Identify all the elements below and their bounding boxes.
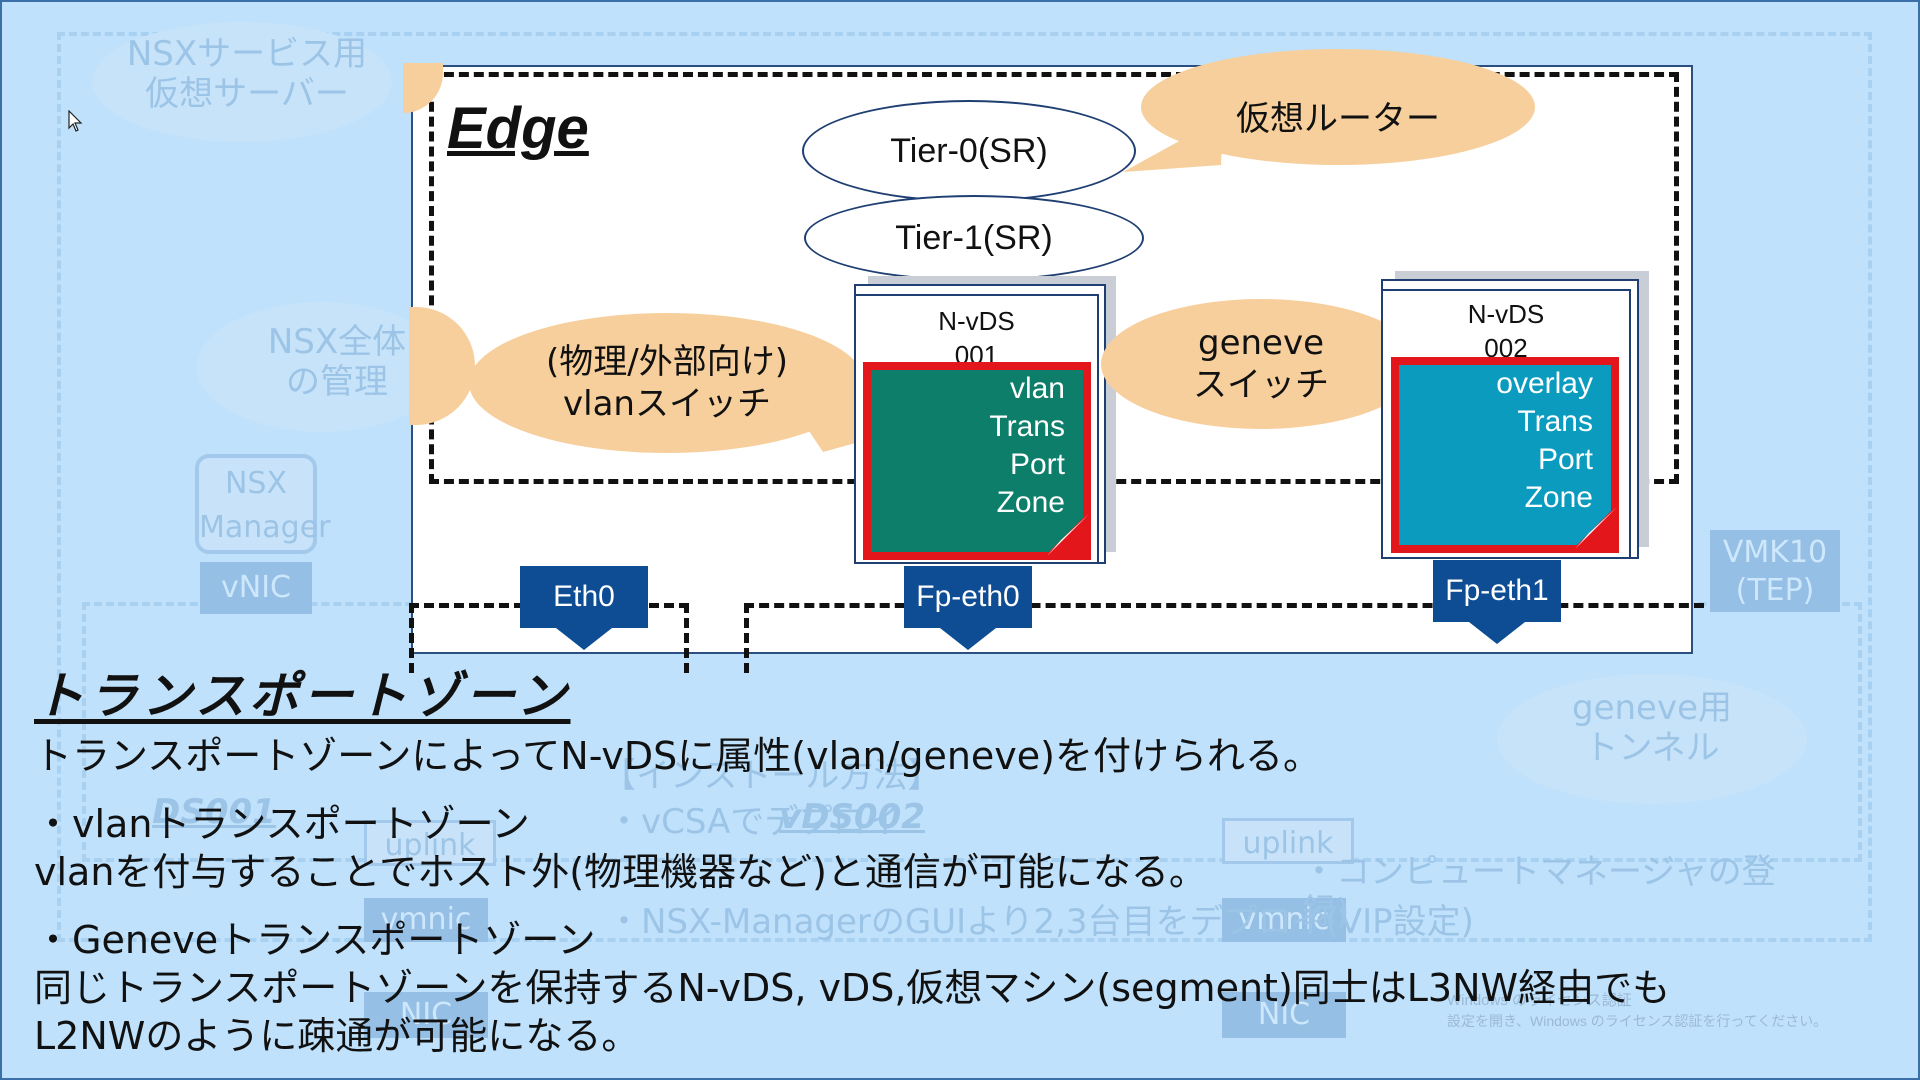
bubble-geneve-line1: geneve <box>1197 323 1324 363</box>
bg-vds002: vDS002 <box>779 797 925 837</box>
bg-vmnic-right: vmnic <box>1222 898 1346 942</box>
lower-dashed-frame-right <box>744 603 1704 673</box>
bubble-router-text: 仮想ルーター <box>1236 99 1440 139</box>
bg-uplink-right: uplink <box>1222 818 1354 864</box>
edge-title: Edge <box>447 96 589 161</box>
bg-blob-service <box>92 22 392 142</box>
zone2-line-2: Port <box>1537 443 1593 476</box>
bubble-vlan: (物理/外部向け) vlanスイッチ <box>469 313 865 453</box>
bubble-vlan-line2: vlanスイッチ <box>563 384 771 424</box>
bg-bullet-vcsa: ・vCSAでデプロイ <box>607 802 901 842</box>
zone1-fold-corner-icon <box>1041 510 1091 560</box>
bg-nsx-manager-box: NSX Manager <box>195 454 331 554</box>
windows-activation-line2: 設定を開き、Windows のライセンス認証を行ってください。 <box>1447 1013 1828 1029</box>
bubble-router: 仮想ルーター <box>1141 49 1535 165</box>
bubble-vlan-line1: (物理/外部向け) <box>546 342 788 382</box>
mouse-cursor-icon <box>68 110 83 132</box>
nvds-001-line1: N-vDS <box>938 306 1015 336</box>
zone1-line-0: vlan <box>1009 372 1065 405</box>
bg-vnic-box: vNIC <box>200 562 312 614</box>
section-line1: トランスポートゾーンによってN-vDSに属性(vlan/geneve)を付けられ… <box>34 734 1321 778</box>
section-title: トランスポートゾーン <box>34 667 571 725</box>
port-eth0-arrow-icon <box>556 628 612 650</box>
bg-bullet-gui: ・NSX-ManagerのGUIより2,3台目をデプロイ(VIP設定) <box>607 902 1474 942</box>
zone1-line-3: Zone <box>996 486 1065 519</box>
geneve-zone-body2: L2NWのように疎通が可能になる。 <box>34 1014 640 1058</box>
port-fp-eth1-arrow-icon <box>1469 622 1525 644</box>
overlay-transport-zone: overlay Trans Port Zone <box>1391 357 1619 553</box>
windows-activation-line1: Windows のライセンス認証 <box>1447 992 1632 1009</box>
vlan-transport-zone: vlan Trans Port Zone <box>863 362 1091 560</box>
tier0-oval: Tier-0(SR) <box>802 100 1136 202</box>
port-fp-eth0: Fp-eth0 <box>904 566 1032 628</box>
tier1-oval: Tier-1(SR) <box>804 195 1144 281</box>
bubble-geneve-line2: スイッチ <box>1193 365 1329 405</box>
edge-diagram: Edge Tier-0(SR) Tier-1(SR) 仮想ルーター (物理/外部… <box>403 49 1704 673</box>
bg-blob-geneve <box>1497 674 1807 804</box>
port-fp-eth0-arrow-icon <box>940 628 996 650</box>
bg-geneve-tunnel: geneve用 トンネル <box>1571 688 1732 768</box>
bg-nsx-service-vm: NSXサービス用 仮想サーバー <box>126 34 368 114</box>
vlan-zone-body: vlanを付与することでホスト外(物理機器など)と通信が可能になる。 <box>34 850 1207 894</box>
zone1-line-2: Port <box>1009 448 1065 481</box>
zone2-line-3: Zone <box>1524 481 1593 514</box>
zone2-line-1: Trans <box>1517 405 1593 438</box>
port-eth0: Eth0 <box>520 566 648 628</box>
zone2-line-0: overlay <box>1496 367 1593 400</box>
bg-bullet-compute: ・コンピュートマネージャの登録) <box>1302 852 1776 932</box>
port-fp-eth1: Fp-eth1 <box>1433 560 1561 622</box>
bg-vmk10-box: VMK10 (TEP) <box>1710 530 1840 612</box>
zone2-fold-corner-icon <box>1569 503 1619 553</box>
zone1-line-1: Trans <box>989 410 1065 443</box>
vlan-zone-heading: ・vlanトランスポートゾーン <box>34 802 530 846</box>
nvds-002-line1: N-vDS <box>1467 299 1545 329</box>
geneve-zone-body1: 同じトランスポートゾーンを保持するN-vDS, vDS,仮想マシン(segmen… <box>34 966 1671 1010</box>
geneve-zone-heading: ・Geneveトランスポートゾーン <box>34 918 596 962</box>
bubble-geneve: geneve スイッチ <box>1101 299 1421 429</box>
